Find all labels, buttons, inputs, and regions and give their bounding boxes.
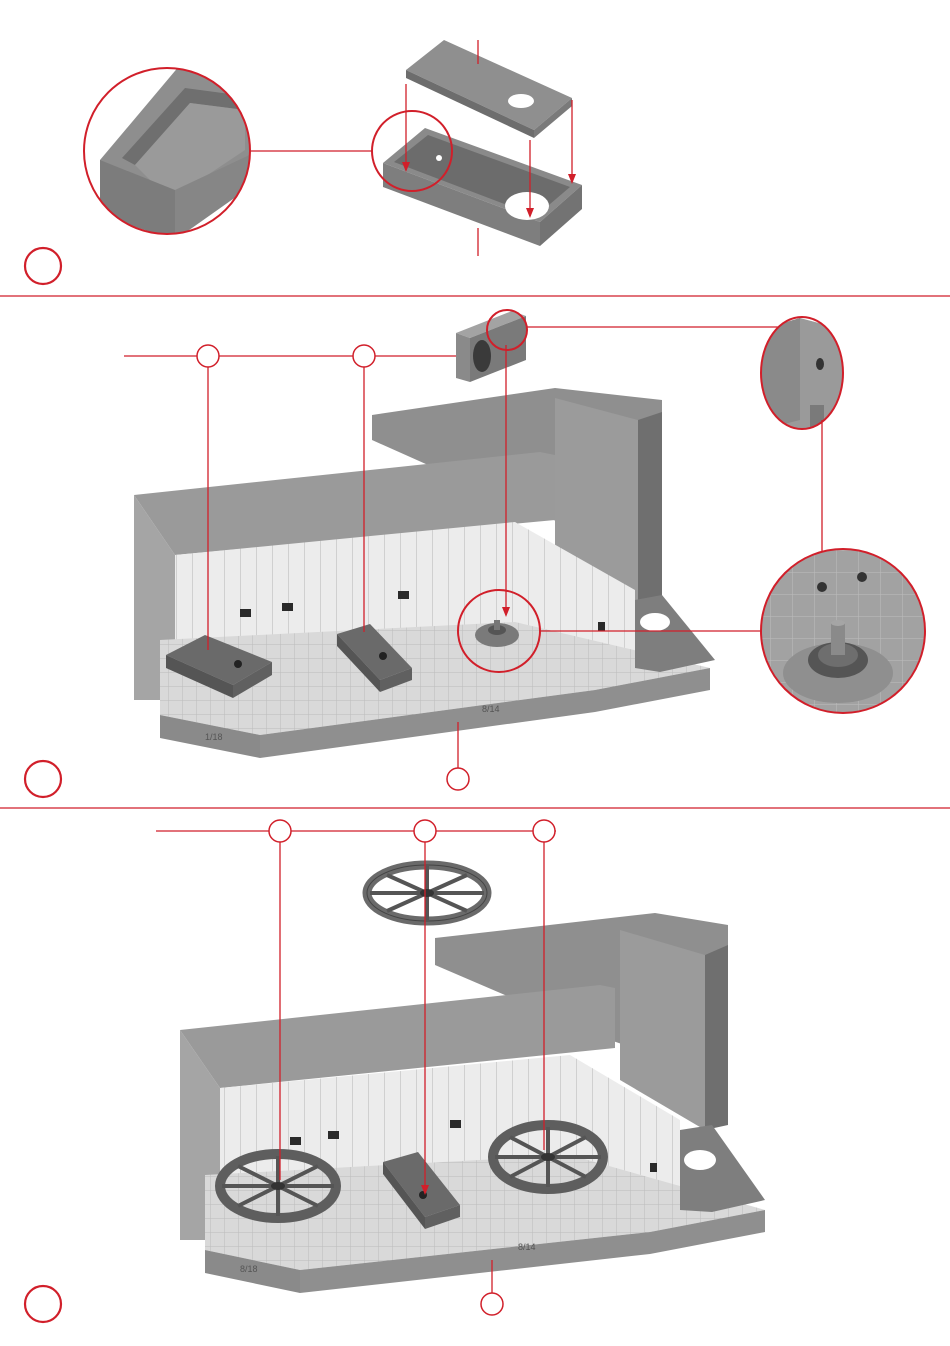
part-label-circle-c xyxy=(269,820,291,842)
building-module-step-2: 1/18 8/14 xyxy=(134,388,715,758)
building-module-step-3: 8/18 8/14 xyxy=(180,913,765,1293)
spiked-wheel-left xyxy=(220,1154,336,1218)
part-tray-base xyxy=(383,128,582,246)
step-1 xyxy=(25,40,582,284)
part-label-circle-floor-3 xyxy=(481,1293,503,1315)
step-marker-circle-1 xyxy=(25,248,61,284)
part-spiked-wheel xyxy=(367,865,487,921)
floor-marking-front-3: 8/14 xyxy=(518,1242,536,1252)
floor-marking-left-3: 8/18 xyxy=(240,1264,258,1274)
part-label-circle-b xyxy=(353,345,375,367)
part-label-circle-e xyxy=(533,820,555,842)
step-2: 1/18 8/14 xyxy=(25,310,928,797)
step-marker-circle-3 xyxy=(25,1286,61,1322)
tray-hole xyxy=(505,192,549,220)
spiked-wheel-right xyxy=(493,1125,603,1189)
part-tray-lid xyxy=(406,40,572,138)
part-wall-block xyxy=(456,311,526,382)
lid-hole xyxy=(508,94,534,108)
floor-marking-front: 8/14 xyxy=(482,704,500,714)
part-label-circle-floor xyxy=(447,768,469,790)
step-marker-circle-2 xyxy=(25,761,61,797)
step-3: 8/18 8/14 xyxy=(25,820,765,1322)
part-label-circle-a xyxy=(197,345,219,367)
detail-zoom-callout-wall-pin xyxy=(758,315,848,435)
detail-zoom-callout-tray-corner xyxy=(80,60,260,240)
part-label-circle-d xyxy=(414,820,436,842)
detail-zoom-callout-pivot xyxy=(758,548,928,718)
floor-marking-left: 1/18 xyxy=(205,732,223,742)
